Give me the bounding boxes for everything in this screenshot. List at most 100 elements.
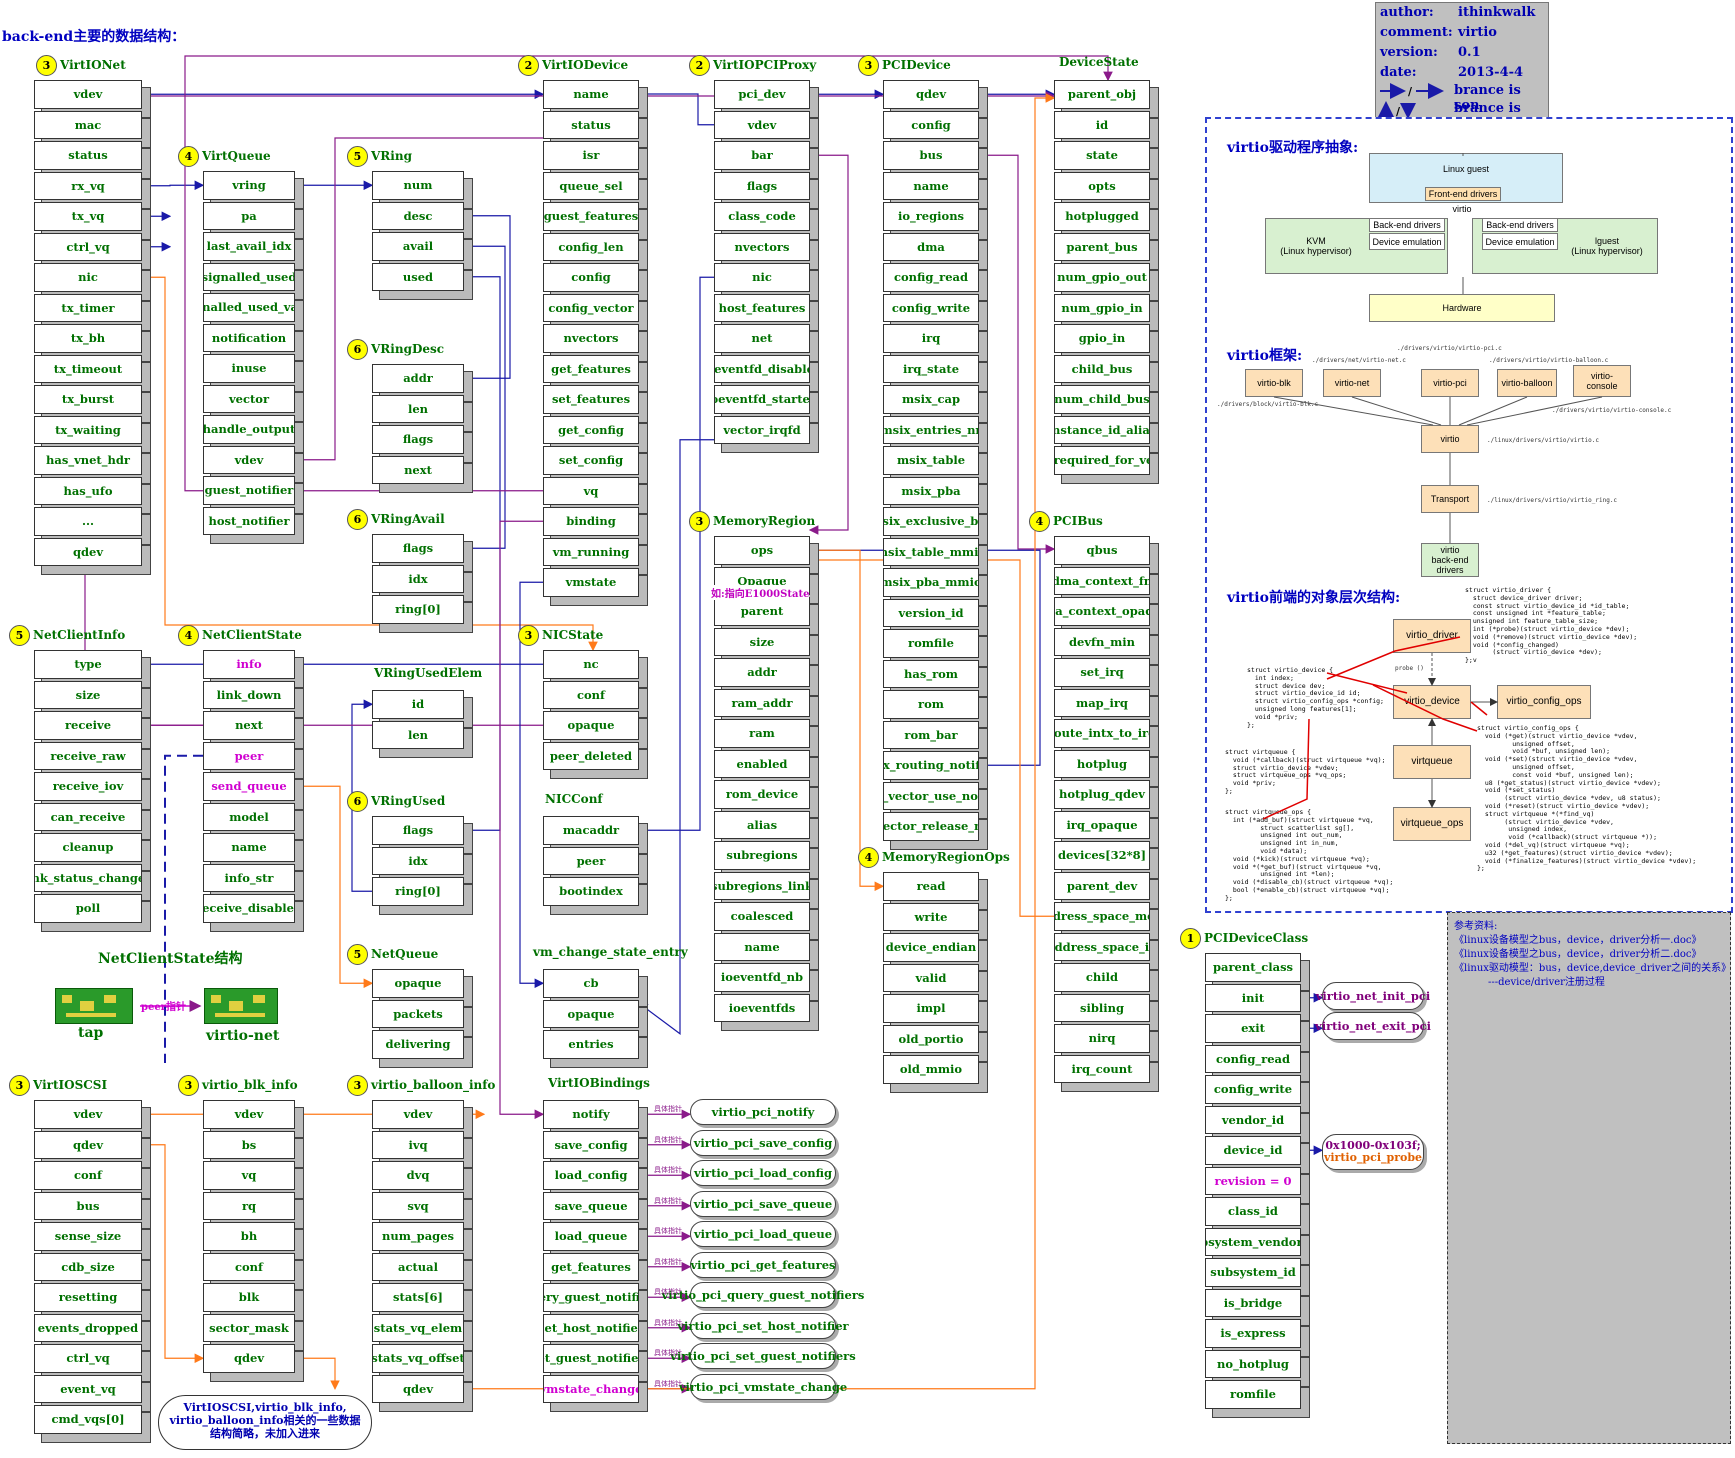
struct-field: stats_vq_elem [372, 1313, 464, 1342]
date-label: date: [1380, 65, 1417, 80]
struct-field: poll [34, 894, 142, 923]
opaque-link [80, 564, 543, 726]
struct-field: init [1205, 983, 1301, 1012]
struct-field: hotplugged [1054, 202, 1150, 231]
struct-title-text: NetQueue [371, 947, 439, 961]
binding-arrow-label: 具体指针 [654, 1257, 682, 1266]
struct-field: flags [714, 171, 810, 200]
struct-field: parent_obj [1054, 80, 1150, 109]
struct-field: address_space_io [1054, 932, 1150, 961]
proxy-vdev-link [637, 89, 714, 126]
binding-arrow-label: 具体指针 [654, 1166, 682, 1174]
struct-title-text: NetClientState [202, 628, 302, 642]
reference-item: 《linux设备模型之bus，device，driver分析一.doc》 [1454, 935, 1702, 946]
struct-field: tx_timer [34, 293, 142, 322]
struct-title-text: MemoryRegion [713, 514, 816, 528]
struct-field: vring [203, 171, 295, 200]
peer-dashed-line [164, 754, 203, 1063]
struct-field: link_down [203, 680, 295, 709]
struct-field: cmd_vqs[0] [34, 1405, 142, 1434]
panel-connector-layer [1262, 153, 1603, 820]
vq-vdev-link [295, 133, 592, 461]
struct-field: intx_routing_notifier [883, 751, 979, 780]
frontend-drivers-box: Front-end drivers [1425, 187, 1501, 201]
struct-field: load_queue [543, 1222, 639, 1251]
struct-field: ... [34, 507, 142, 536]
struct-field: binding [543, 507, 639, 536]
struct-field: size [34, 680, 142, 709]
struct-field: vq [543, 476, 639, 505]
struct-field: has_rom [883, 659, 979, 688]
struct-title-text: NICState [542, 628, 604, 642]
struct-field: avail [372, 232, 464, 261]
virtio-net-label: virtio-net [206, 1028, 280, 1044]
struct-field: msix_pba [883, 476, 979, 505]
backend-drivers-box: virtio back-end drivers [1421, 543, 1479, 577]
struct-field: read [883, 872, 979, 901]
struct-field: signalled_used_valid [203, 293, 295, 322]
binding-function-pill: virtio_pci_vmstate_change [679, 1373, 847, 1400]
struct-level-badge: 2 [689, 55, 710, 76]
struct-field: notify [543, 1100, 639, 1129]
struct-field: nc [543, 650, 639, 679]
struct-field: ring[0] [372, 877, 464, 906]
struct-level-badge: 3 [178, 1075, 199, 1096]
struct-field: qdev [203, 1344, 295, 1373]
backend-drivers-box-2: Back-end drivers [1482, 218, 1558, 232]
struct-field: subregions [714, 841, 810, 870]
struct-field: used [372, 262, 464, 291]
struct-field: ioeventfds [714, 993, 810, 1022]
struct-field: msix_table_mmio [883, 537, 979, 566]
tap-card-icon [55, 988, 133, 1024]
struct-field: addr [714, 658, 810, 687]
struct-field: ctrl_vq [34, 1344, 142, 1373]
binding-function-pill: virtio_pci_save_config [690, 1129, 836, 1156]
struct-field: id [1054, 110, 1150, 139]
struct-field: save_queue [543, 1191, 639, 1220]
bar-link [808, 154, 849, 535]
struct-title-text: VRingDesc [371, 342, 445, 356]
struct-field: addr [372, 364, 464, 393]
svg-text:/: / [1396, 105, 1401, 118]
struct-field: peer_deleted [543, 741, 639, 770]
struct-field: peer [203, 741, 295, 770]
struct-field: idx [372, 564, 464, 593]
struct-field: bs [203, 1130, 295, 1159]
struct-field: mac [34, 110, 142, 139]
desc-link [462, 215, 511, 384]
struct-title-text: VirtIOSCSI [33, 1078, 108, 1092]
struct-field: bh [203, 1222, 295, 1251]
references-title: 参考资料: [1454, 921, 1498, 932]
struct-field: tx_timeout [34, 354, 142, 383]
struct-field: model [203, 802, 295, 831]
struct-field: opts [1054, 171, 1150, 200]
vmchange-opaque-link [638, 439, 724, 1035]
struct-field: qdev [34, 1130, 142, 1159]
struct-field: vector [203, 384, 295, 413]
struct-field: sibling [1054, 993, 1150, 1022]
hier-virtqueue-box: virtqueue [1393, 745, 1471, 779]
struct-field: nvectors [543, 324, 639, 353]
struct-field: info [203, 650, 295, 679]
struct-field: ctrl_vq [34, 232, 142, 261]
author-value: ithinkwalk [1458, 5, 1536, 20]
struct-field: map_irq [1054, 688, 1150, 717]
struct-field: get_config [543, 415, 639, 444]
struct-field: has_vnet_hdr [34, 446, 142, 475]
struct-title-text: PCIDevice [882, 58, 951, 72]
struct-field: blk [203, 1283, 295, 1312]
binding-function-pill: virtio_pci_get_features [690, 1251, 836, 1278]
struct-field: cdb_size [34, 1252, 142, 1281]
struct-field: host_features [714, 293, 810, 322]
probe-label: probe () [1395, 665, 1424, 672]
vq-array-link [184, 55, 1113, 492]
struct-level-badge: 1 [1180, 928, 1201, 949]
struct-field: flags [372, 816, 464, 845]
struct-field: rx_vq [34, 171, 142, 200]
struct-title-text: NetClientInfo [33, 628, 126, 642]
struct-title-text: VRingUsedElem [374, 666, 483, 680]
struct-field: config_read [883, 263, 979, 292]
